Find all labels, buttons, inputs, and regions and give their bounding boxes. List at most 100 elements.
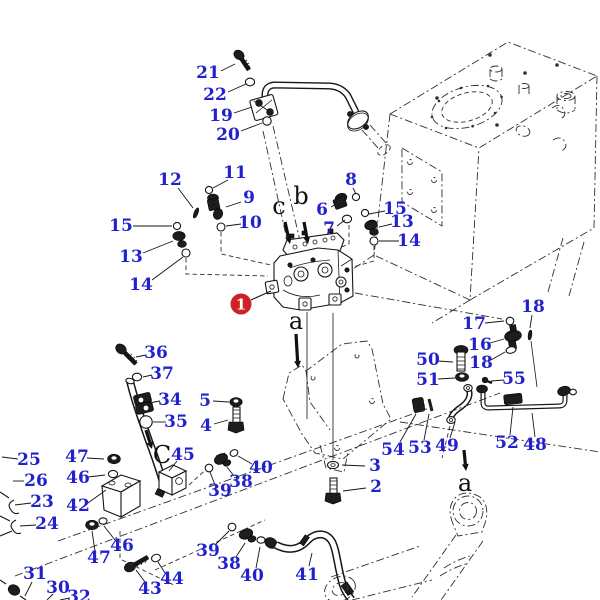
part-callout-43-32[interactable]: 43 xyxy=(135,569,162,599)
part-callout-12-5[interactable]: 12 xyxy=(158,170,194,209)
part-callout-4-22[interactable]: 4 xyxy=(200,416,229,436)
part-callout-9-6[interactable]: 9 xyxy=(225,188,255,208)
part-number-label[interactable]: 23 xyxy=(30,492,54,512)
part-callout-8-11[interactable]: 8 xyxy=(345,170,357,195)
part-number-label[interactable]: 32 xyxy=(67,587,91,600)
part-callout-5-21[interactable]: 5 xyxy=(199,391,230,411)
part-number-label[interactable]: 38 xyxy=(217,554,241,574)
part-callout-36-17[interactable]: 36 xyxy=(135,343,168,363)
part-callout-35-20[interactable]: 35 xyxy=(153,412,188,432)
part-number-label[interactable]: 26 xyxy=(24,471,48,491)
part-number-label[interactable]: 46 xyxy=(66,468,90,488)
part-callout-51-48[interactable]: 51 xyxy=(416,370,456,390)
part-number-label[interactable]: 40 xyxy=(249,458,273,478)
part-callout-38-28[interactable]: 38 xyxy=(226,466,253,492)
part-number-label[interactable]: 6 xyxy=(316,200,328,220)
part-callout-22-1[interactable]: 22 xyxy=(203,83,247,105)
part-number-label[interactable]: 2 xyxy=(370,477,382,497)
part-callout-53-55[interactable]: 53 xyxy=(408,413,432,458)
part-callout-48-58[interactable]: 48 xyxy=(523,412,547,455)
part-callout-54-56[interactable]: 54 xyxy=(381,413,417,460)
control-valve-part-1[interactable] xyxy=(264,228,354,311)
part-callout-37-18[interactable]: 37 xyxy=(142,364,174,384)
part-callout-21-0[interactable]: 21 xyxy=(196,63,236,83)
part-number-label[interactable]: 46 xyxy=(110,536,134,556)
part-callout-55-53[interactable]: 55 xyxy=(490,369,526,389)
part-callout-41-37[interactable]: 41 xyxy=(295,552,319,585)
part-number-label[interactable]: 31 xyxy=(23,564,47,584)
part-callout-18-52[interactable]: 18 xyxy=(521,297,545,329)
part-number-label[interactable]: 18 xyxy=(469,353,493,373)
part-number-label[interactable]: 13 xyxy=(119,247,143,267)
part-callout-15-14[interactable]: 15 xyxy=(368,199,407,219)
part-number-label[interactable]: 9 xyxy=(243,188,255,208)
part-number-label[interactable]: 41 xyxy=(295,565,319,585)
part-callout-52-57[interactable]: 52 xyxy=(495,406,519,453)
part-callout-39-29[interactable]: 39 xyxy=(208,471,232,501)
part-callout-47-24[interactable]: 47 xyxy=(65,447,105,467)
part-callout-49-54[interactable]: 49 xyxy=(435,421,459,456)
part-callout-45-23[interactable]: 45 xyxy=(168,445,195,472)
part-callout-15-8[interactable]: 15 xyxy=(109,216,172,236)
part-callout-40-36[interactable]: 40 xyxy=(240,546,264,586)
part-number-label[interactable]: 47 xyxy=(87,548,111,568)
part-number-label[interactable]: 30 xyxy=(46,578,70,598)
part-callout-50-47[interactable]: 50 xyxy=(416,350,454,370)
part-callout-14-10[interactable]: 14 xyxy=(129,256,184,295)
part-number-label[interactable]: 50 xyxy=(416,350,440,370)
part-number-label[interactable]: 39 xyxy=(196,541,220,561)
part-callout-34-19[interactable]: 34 xyxy=(148,390,182,410)
part-number-label[interactable]: 36 xyxy=(144,343,168,363)
part-number-label[interactable]: 14 xyxy=(129,275,153,295)
part-number-label[interactable]: 40 xyxy=(240,566,264,586)
part-number-label[interactable]: 15 xyxy=(109,216,133,236)
part-number-label[interactable]: 5 xyxy=(199,391,211,411)
part-number-label[interactable]: 48 xyxy=(523,435,547,455)
part-number-label[interactable]: 37 xyxy=(150,364,174,384)
part-callout-11-4[interactable]: 11 xyxy=(212,163,247,189)
part-number-label[interactable]: 49 xyxy=(435,436,459,456)
part-number-label[interactable]: 55 xyxy=(502,369,526,389)
part-callout-30-45[interactable]: 30 xyxy=(46,578,70,600)
highlighted-part-number[interactable]: 1 xyxy=(236,296,246,314)
part-number-label[interactable]: 45 xyxy=(171,445,195,465)
part-number-label[interactable]: 24 xyxy=(35,514,59,534)
part-number-label[interactable]: 54 xyxy=(381,440,405,460)
part-callout-19-2[interactable]: 19 xyxy=(209,106,253,126)
part-number-label[interactable]: 43 xyxy=(138,579,162,599)
part-callout-47-31[interactable]: 47 xyxy=(87,530,111,568)
part-number-label[interactable]: 7 xyxy=(323,219,335,239)
part-number-label[interactable]: 34 xyxy=(158,390,182,410)
part-number-label[interactable]: 52 xyxy=(495,433,519,453)
part-number-label[interactable]: 25 xyxy=(17,450,41,470)
part-number-label[interactable]: 53 xyxy=(408,438,432,458)
highlighted-part-badge[interactable]: 1 xyxy=(230,290,272,315)
part-callout-42-26[interactable]: 42 xyxy=(66,489,107,516)
part-number-label[interactable]: 11 xyxy=(223,163,247,183)
part-number-label[interactable]: 20 xyxy=(216,125,240,145)
part-number-label[interactable]: 10 xyxy=(238,213,262,233)
part-callout-23-42[interactable]: 23 xyxy=(14,492,54,512)
part-number-label[interactable]: 21 xyxy=(196,63,220,83)
part-number-label[interactable]: 39 xyxy=(208,481,232,501)
part-callout-18-51[interactable]: 18 xyxy=(469,351,506,373)
part-callout-26-41[interactable]: 26 xyxy=(13,471,48,491)
part-callout-14-16[interactable]: 14 xyxy=(379,231,421,251)
part-number-label[interactable]: 14 xyxy=(397,231,421,251)
part-callout-10-7[interactable]: 10 xyxy=(225,213,262,233)
part-number-label[interactable]: 35 xyxy=(164,412,188,432)
part-callout-17-49[interactable]: 17 xyxy=(462,314,505,334)
part-number-label[interactable]: 18 xyxy=(521,297,545,317)
part-number-label[interactable]: 8 xyxy=(345,170,357,190)
part-callout-13-15[interactable]: 13 xyxy=(378,212,414,232)
part-callout-13-9[interactable]: 13 xyxy=(119,240,174,267)
part-callout-7-13[interactable]: 7 xyxy=(323,219,346,239)
part-number-label[interactable]: 4 xyxy=(200,416,212,436)
part-number-label[interactable]: 16 xyxy=(468,335,492,355)
part-number-label[interactable]: 47 xyxy=(65,447,89,467)
part-number-label[interactable]: 42 xyxy=(66,496,90,516)
part-number-label[interactable]: 12 xyxy=(158,170,182,190)
part-callout-39-34[interactable]: 39 xyxy=(196,530,230,561)
part-callout-2-39[interactable]: 2 xyxy=(342,477,382,497)
part-callout-6-12[interactable]: 6 xyxy=(316,200,337,220)
